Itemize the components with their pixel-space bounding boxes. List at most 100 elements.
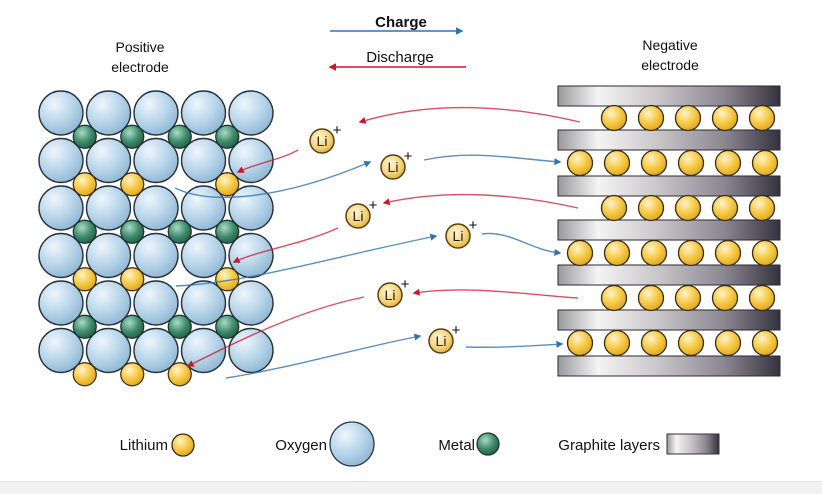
bottom-band [0, 481, 822, 494]
lithium-atom [711, 104, 739, 132]
positive-electrode [38, 90, 274, 387]
graphite-layer [557, 264, 781, 286]
graphite-layer [557, 85, 781, 107]
oxygen-atom [133, 327, 179, 374]
lithium-atom [72, 362, 97, 387]
legend-label-graphite: Graphite layers [558, 437, 660, 454]
legend-item-graphite: Graphite layers [558, 433, 720, 455]
discharge-path-3a [382, 193, 579, 209]
li-ion-sphere [380, 154, 406, 180]
positive-electrode-label-line2: electrode [111, 59, 169, 75]
oxygen-atom [180, 90, 227, 136]
lithium-atom [640, 149, 668, 177]
metal-atom [72, 219, 97, 244]
metal-atom [72, 314, 97, 339]
li-ion-sphere [428, 328, 454, 354]
lithium-atom [674, 104, 702, 132]
lithium-atom [637, 104, 665, 132]
discharge-path-5b [186, 296, 365, 367]
metal-atom [120, 219, 145, 244]
discharge-label: Discharge [366, 49, 434, 66]
lithium-atom [603, 149, 631, 177]
oxygen-atom [38, 185, 84, 231]
li-ion-sphere [345, 203, 371, 229]
li-ion: Li + [380, 148, 413, 180]
li-ion-symbol: Li [436, 333, 447, 349]
li-ion: Li + [377, 276, 410, 308]
positive-electrode-label-line1: Positive [115, 39, 164, 55]
oxygen-atom [133, 137, 179, 184]
lithium-atom [600, 194, 628, 222]
metal-atom [215, 314, 240, 339]
graphite-layer [557, 129, 781, 151]
oxygen-atom [38, 280, 84, 326]
li-ion-sphere [445, 223, 471, 249]
legend-item-metal: Metal [438, 432, 500, 456]
lithium-atom [603, 239, 631, 267]
charge-path-6a [225, 333, 422, 379]
oxygen-atom [133, 90, 179, 136]
lithium-atom [714, 149, 742, 177]
metal-swatch-icon [476, 432, 500, 456]
oxygen-atom [38, 90, 84, 136]
li-ion-symbol: Li [317, 133, 328, 149]
metal-atom [215, 124, 240, 149]
li-ion-symbol: Li [388, 159, 399, 175]
lithium-atom [674, 194, 702, 222]
oxygen-atom [85, 232, 132, 279]
negative-electrode-label-line1: Negative [642, 37, 697, 53]
oxygen-atom [133, 280, 179, 326]
li-ion: Li+ [445, 217, 478, 249]
lithium-atom [637, 194, 665, 222]
lithium-atom [640, 329, 668, 357]
charge-path-2b [423, 154, 562, 166]
charge-path-4a [175, 233, 438, 287]
lithium-atom [748, 194, 776, 222]
oxygen-atom [38, 232, 84, 279]
li-ion-sphere [309, 128, 335, 154]
oxygen-atom [180, 232, 227, 279]
metal-atom [167, 314, 192, 339]
lithium-atom [677, 329, 705, 357]
oxygen-atom [133, 185, 179, 231]
lithium-atom [215, 172, 240, 197]
lithium-atom [600, 104, 628, 132]
lithium-atom [748, 104, 776, 132]
li-ion-symbol: Li [385, 287, 396, 303]
li-ion: Li+ [428, 322, 461, 354]
oxygen-atom [85, 137, 132, 184]
charge-label: Charge [375, 14, 427, 31]
oxygen-atom [85, 280, 132, 326]
discharge-path-3b [232, 227, 339, 263]
metal-atom [167, 124, 192, 149]
oxygen-atom [85, 327, 132, 374]
metal-atom [167, 219, 192, 244]
graphite-layer [557, 175, 781, 197]
oxygen-atom [85, 90, 132, 136]
oxygen-atom [228, 327, 274, 374]
ions-in-transit: Li+Li+Li+Li+Li+Li+ [309, 122, 478, 354]
metal-atom [120, 314, 145, 339]
lithium-atom [674, 284, 702, 312]
li-ion-charge: + [401, 276, 410, 293]
li-ion-symbol: Li [453, 228, 464, 244]
oxygen-atom [180, 137, 227, 184]
metal-atom [215, 219, 240, 244]
graphite-layer [557, 355, 781, 377]
lithium-atom [120, 362, 145, 387]
lithium-atom [603, 329, 631, 357]
li-ion-sphere [377, 282, 403, 308]
oxygen-atom [180, 280, 227, 326]
oxygen-atom [38, 327, 84, 374]
li-ion-charge: + [404, 148, 413, 165]
lithium-atom [677, 239, 705, 267]
lithium-atom [748, 284, 776, 312]
lithium-atom [751, 329, 779, 357]
legend-item-oxygen: Oxygen [275, 421, 375, 467]
negative-electrode-label-line2: electrode [641, 57, 699, 73]
oxygen-atom [133, 232, 179, 279]
lithium-atom [566, 239, 594, 267]
legend: Lithium Oxygen Metal Graphite layers [120, 421, 720, 467]
oxygen-atom [38, 137, 84, 184]
legend-label-metal: Metal [438, 437, 475, 454]
